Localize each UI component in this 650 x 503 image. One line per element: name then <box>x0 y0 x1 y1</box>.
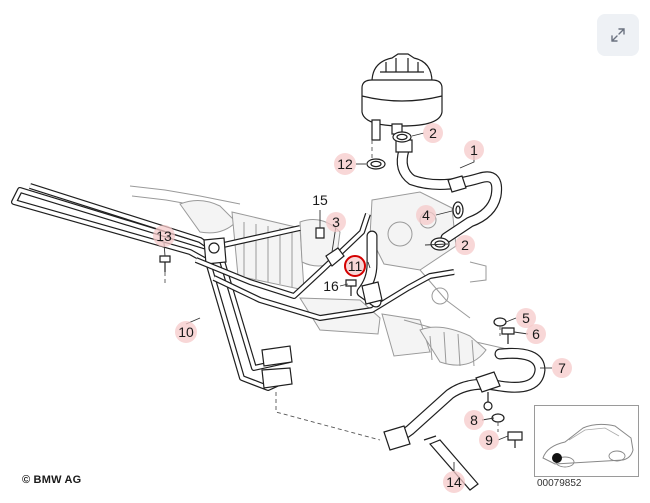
bolt-6 <box>501 327 515 344</box>
expand-arrows-icon <box>611 28 625 42</box>
pipe-assembly-10 <box>11 183 301 391</box>
return-pipe <box>212 269 455 321</box>
callout-6-label: 6 <box>532 326 540 342</box>
callout-13[interactable]: 13 <box>153 225 175 247</box>
callout-9-label: 9 <box>485 432 493 448</box>
callout-4[interactable]: 4 <box>416 205 436 225</box>
hose-7 <box>383 347 546 451</box>
reservoir <box>361 53 443 141</box>
seal-4 <box>452 201 464 219</box>
callout-11[interactable]: 11 <box>344 255 366 277</box>
callout-2-upper-label: 2 <box>429 125 437 141</box>
leader-lines <box>163 132 552 472</box>
bolt-13 <box>159 255 171 272</box>
callout-2-lower-label: 2 <box>461 237 469 253</box>
callout-7[interactable]: 7 <box>552 358 572 378</box>
callout-3-label: 3 <box>332 214 340 230</box>
callout-15[interactable]: 15 <box>312 192 328 208</box>
callout-7-label: 7 <box>558 360 566 376</box>
clamp-2-upper <box>392 131 412 143</box>
car-outline-icon <box>542 423 634 468</box>
callout-5-label: 5 <box>522 310 530 326</box>
callout-16-label: 16 <box>323 278 339 294</box>
diagram-number: 00079852 <box>537 478 582 489</box>
assembly-lines <box>164 140 501 441</box>
callout-1-label: 1 <box>470 142 478 158</box>
callout-16[interactable]: 16 <box>323 278 339 294</box>
callout-12-label: 12 <box>337 156 353 172</box>
callout-6[interactable]: 6 <box>526 324 546 344</box>
callout-1[interactable]: 1 <box>464 140 484 160</box>
washer-5 <box>493 317 507 327</box>
callout-13-label: 13 <box>156 228 172 244</box>
bolt-15 <box>315 227 325 239</box>
callout-2-lower[interactable]: 2 <box>455 235 475 255</box>
callout-9[interactable]: 9 <box>479 430 499 450</box>
vehicle-locator-thumbnail <box>534 405 639 477</box>
callout-10[interactable]: 10 <box>175 321 197 343</box>
bolt-16 <box>345 279 357 296</box>
bolt-9 <box>507 431 523 448</box>
callout-11-label: 11 <box>348 258 363 274</box>
pipe-3 <box>194 213 371 299</box>
hose-11 <box>356 230 383 308</box>
expand-button[interactable] <box>597 14 639 56</box>
clamp-12 <box>366 158 386 170</box>
callout-10-label: 10 <box>178 324 194 340</box>
hose-1 <box>395 139 503 244</box>
callout-5[interactable]: 5 <box>516 308 536 328</box>
callout-14-label: 14 <box>446 474 462 490</box>
callout-15-label: 15 <box>312 192 328 208</box>
callout-8[interactable]: 8 <box>464 410 484 430</box>
callout-2-upper[interactable]: 2 <box>423 123 443 143</box>
callout-12[interactable]: 12 <box>334 153 356 175</box>
callout-4-label: 4 <box>422 207 430 223</box>
callout-8-label: 8 <box>470 412 478 428</box>
callout-3[interactable]: 3 <box>326 212 346 232</box>
copyright-notice: © BMW AG <box>22 474 82 486</box>
callout-14[interactable]: 14 <box>443 471 465 493</box>
